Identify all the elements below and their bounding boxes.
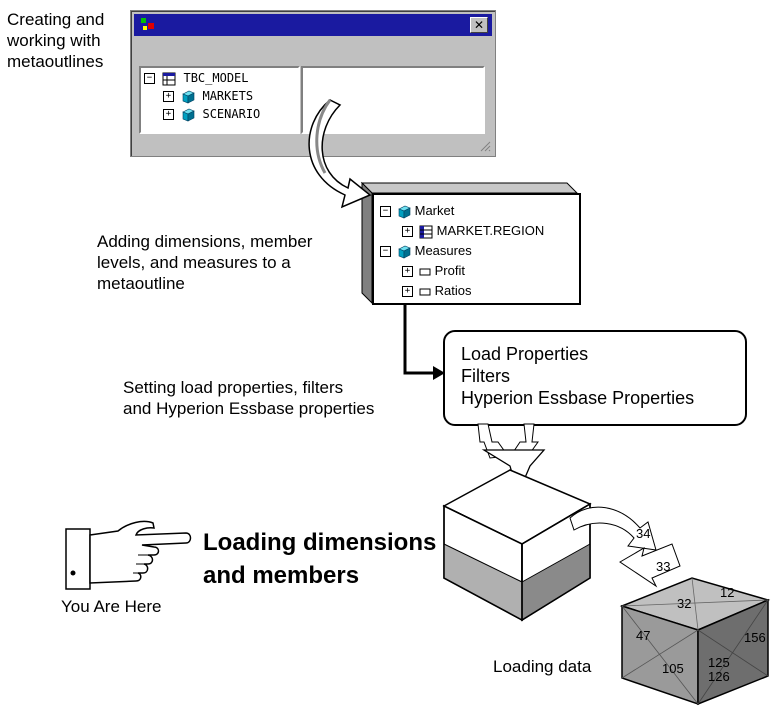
caption-step4-line2: and members bbox=[203, 562, 360, 589]
properties-callout: Load Properties Filters Hyperion Essbase… bbox=[443, 330, 747, 426]
load-properties-label: Load Properties bbox=[461, 344, 589, 364]
caption-step1: Creating and working with metaoutlines bbox=[7, 10, 105, 71]
caption-step2: Adding dimensions, member levels, and me… bbox=[97, 232, 313, 293]
cube-icon bbox=[398, 245, 411, 259]
you-are-here-label: You Are Here bbox=[61, 597, 162, 616]
tree-label: Ratios bbox=[434, 283, 472, 298]
metaoutline-window: ✕ − TBC_MODEL + MARKETS + bbox=[130, 10, 496, 157]
caption-loading-data: Loading data bbox=[493, 657, 592, 676]
table-icon bbox=[162, 72, 176, 85]
arrow-value-34: 34 bbox=[636, 526, 651, 541]
curved-arrow-icon bbox=[308, 99, 372, 209]
expand-icon[interactable]: + bbox=[402, 286, 413, 298]
cube-icon bbox=[182, 90, 195, 103]
expand-icon[interactable]: + bbox=[402, 226, 413, 238]
arrow-value-33: 33 bbox=[656, 559, 671, 574]
collapse-icon[interactable]: − bbox=[380, 246, 391, 258]
dimension-tree-panel[interactable]: − Market + MARKET.REGION − Measures + Pr… bbox=[372, 193, 581, 305]
resize-grip-icon[interactable] bbox=[479, 140, 491, 152]
cube-value-126: 126 bbox=[708, 669, 730, 684]
cube-value-105: 105 bbox=[662, 661, 684, 676]
tree-label: MARKET.REGION bbox=[436, 223, 545, 238]
data-cube-icon bbox=[619, 577, 771, 706]
expand-icon[interactable]: + bbox=[402, 266, 413, 278]
tree-label: SCENARIO bbox=[202, 107, 261, 121]
filters-label: Filters bbox=[461, 366, 510, 386]
caption-step4-line1: Loading dimensions bbox=[203, 529, 437, 556]
table-icon bbox=[419, 225, 433, 239]
tree-item-market-region[interactable]: + MARKET.REGION bbox=[402, 221, 544, 241]
elbow-arrow-icon bbox=[403, 303, 445, 380]
member-icon bbox=[419, 268, 431, 276]
tree-item-markets[interactable]: + MARKETS bbox=[163, 88, 253, 104]
tree-label: MARKETS bbox=[202, 89, 254, 103]
cube-icon bbox=[398, 205, 411, 219]
tree-label: Market bbox=[414, 203, 455, 218]
tree-item-ratios[interactable]: + Ratios bbox=[402, 281, 471, 301]
member-icon bbox=[419, 288, 431, 296]
cube-icon bbox=[182, 108, 195, 121]
tree-label: Profit bbox=[434, 263, 465, 278]
tree-label: TBC_MODEL bbox=[183, 71, 249, 85]
cube-value-125: 125 bbox=[708, 655, 730, 670]
tree-item-profit[interactable]: + Profit bbox=[402, 261, 465, 281]
data-flow-arrows-icon bbox=[569, 506, 681, 588]
collapse-icon[interactable]: − bbox=[380, 206, 391, 218]
tree-item-scenario[interactable]: + SCENARIO bbox=[163, 106, 260, 122]
cube-value-32: 32 bbox=[677, 596, 692, 611]
expand-icon[interactable]: + bbox=[163, 109, 174, 120]
caption-step3: Setting load properties, filters and Hyp… bbox=[123, 378, 375, 418]
close-icon[interactable]: ✕ bbox=[470, 17, 488, 33]
app-icon bbox=[141, 18, 154, 30]
title-bar[interactable]: ✕ bbox=[134, 14, 492, 36]
essbase-properties-label: Hyperion Essbase Properties bbox=[461, 388, 695, 408]
tree-item-tbc-model[interactable]: − TBC_MODEL bbox=[144, 70, 249, 86]
cube-value-47: 47 bbox=[636, 628, 651, 643]
tree-item-measures[interactable]: − Measures bbox=[380, 241, 472, 261]
outline-tree-pane[interactable]: − TBC_MODEL + MARKETS + bbox=[139, 66, 300, 134]
expand-icon[interactable]: + bbox=[163, 91, 174, 102]
tree-label: Measures bbox=[414, 243, 472, 258]
cube-value-156: 156 bbox=[744, 630, 766, 645]
cube-value-12: 12 bbox=[720, 585, 735, 600]
outline-cube-icon bbox=[442, 469, 592, 622]
tree-item-market[interactable]: − Market bbox=[380, 201, 454, 221]
collapse-icon[interactable]: − bbox=[144, 73, 155, 84]
pointing-hand-icon bbox=[65, 520, 192, 590]
